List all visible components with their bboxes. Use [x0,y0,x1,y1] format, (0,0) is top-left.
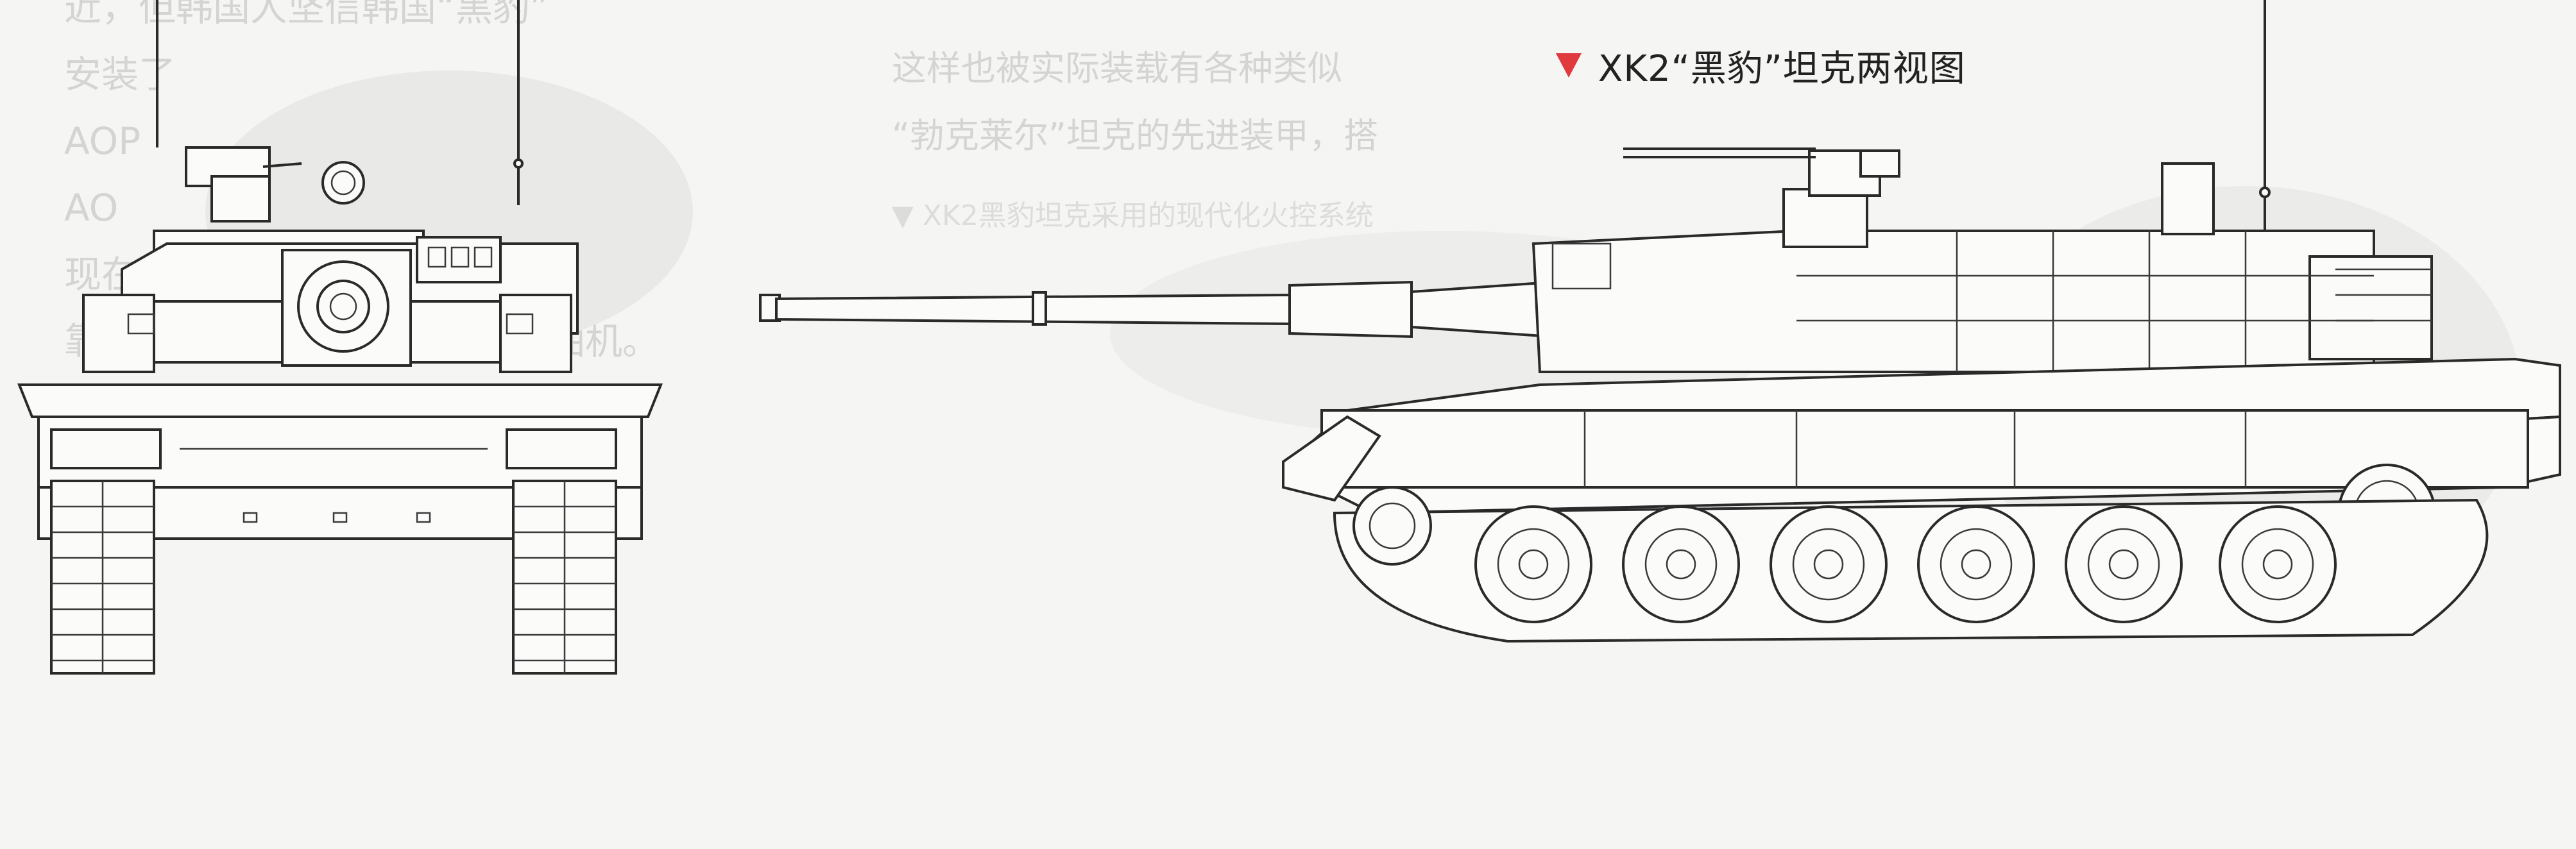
bleed-line: ▼ XK2黑豹坦克采用的现代化火控系统 [892,199,1374,232]
bleed-line: 近，但韩国人坚信韩国“黑豹” [64,0,550,29]
bleed-line: AOP [64,119,141,163]
bleed-line: AO [64,186,119,230]
figure-caption: XK2“黑豹”坦克两视图 [1556,40,1966,91]
caption-text: XK2“黑豹”坦克两视图 [1598,47,1966,90]
bleed-line: “勃克莱尔”坦克的先进装甲，搭 [892,115,1378,156]
red-triangle-marker-icon [1556,53,1582,78]
bleed-line: 这样也被实际装载有各种类似 [892,48,1342,88]
